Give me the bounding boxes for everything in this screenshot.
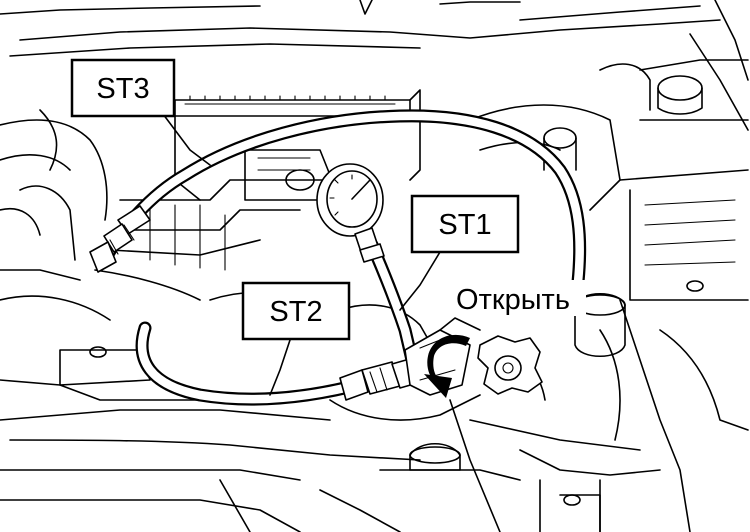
open-label: Открыть <box>456 284 570 316</box>
st1-label: ST1 <box>438 209 491 241</box>
st3-hose <box>98 109 587 289</box>
st1-callout: ST1 <box>399 194 520 311</box>
valve-knob[interactable] <box>477 335 543 395</box>
st2-label: ST2 <box>269 296 322 328</box>
st2-callout: ST2 <box>241 281 351 396</box>
valve-body <box>404 317 481 396</box>
open-callout: Открыть <box>440 280 586 316</box>
st2-hose <box>135 321 372 406</box>
pressure-gauge <box>316 163 385 263</box>
st3-fitting-left <box>89 205 151 273</box>
open-direction-arrow-icon <box>424 334 470 398</box>
st3-callout: ST3 <box>70 58 211 166</box>
st3-label: ST3 <box>96 73 149 105</box>
